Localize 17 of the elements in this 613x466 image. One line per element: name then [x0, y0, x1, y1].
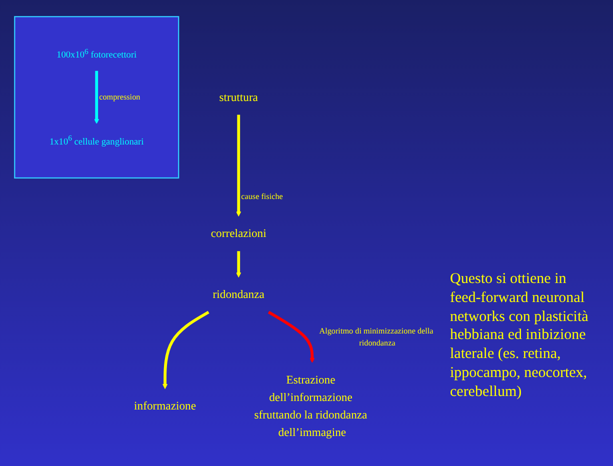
edge-label: Algoritmo di minimizzazione della ridondanza [319, 326, 434, 348]
node-text: struttura [219, 90, 258, 104]
node-text: Estrazione dell’informazione sfruttando la ridondanza dell’immagine [254, 373, 368, 439]
node-text: 1x10$^{6}$ cellule ganglionari [50, 133, 144, 146]
arrow [268, 310, 315, 363]
node-text: correlazioni [210, 227, 266, 240]
arrow [236, 250, 242, 278]
node-text: informazione [134, 400, 196, 412]
note-text: Questo si ottiene in feed-forward neuronal networks con plasticità hebbiana ed inibizione laterale (es. retina, ippocampo, neocortex, cerebellum) [450, 270, 590, 402]
edge-label: compression [99, 92, 140, 102]
arrow [162, 310, 210, 389]
edge-label: cause fisiche [241, 192, 283, 202]
node-text: ridondanza [212, 288, 264, 301]
arrow [236, 114, 242, 216]
node-text: 100x10$^{6}$ fotorecettori [56, 46, 137, 60]
arrow [94, 70, 100, 124]
cluster [14, 16, 180, 178]
